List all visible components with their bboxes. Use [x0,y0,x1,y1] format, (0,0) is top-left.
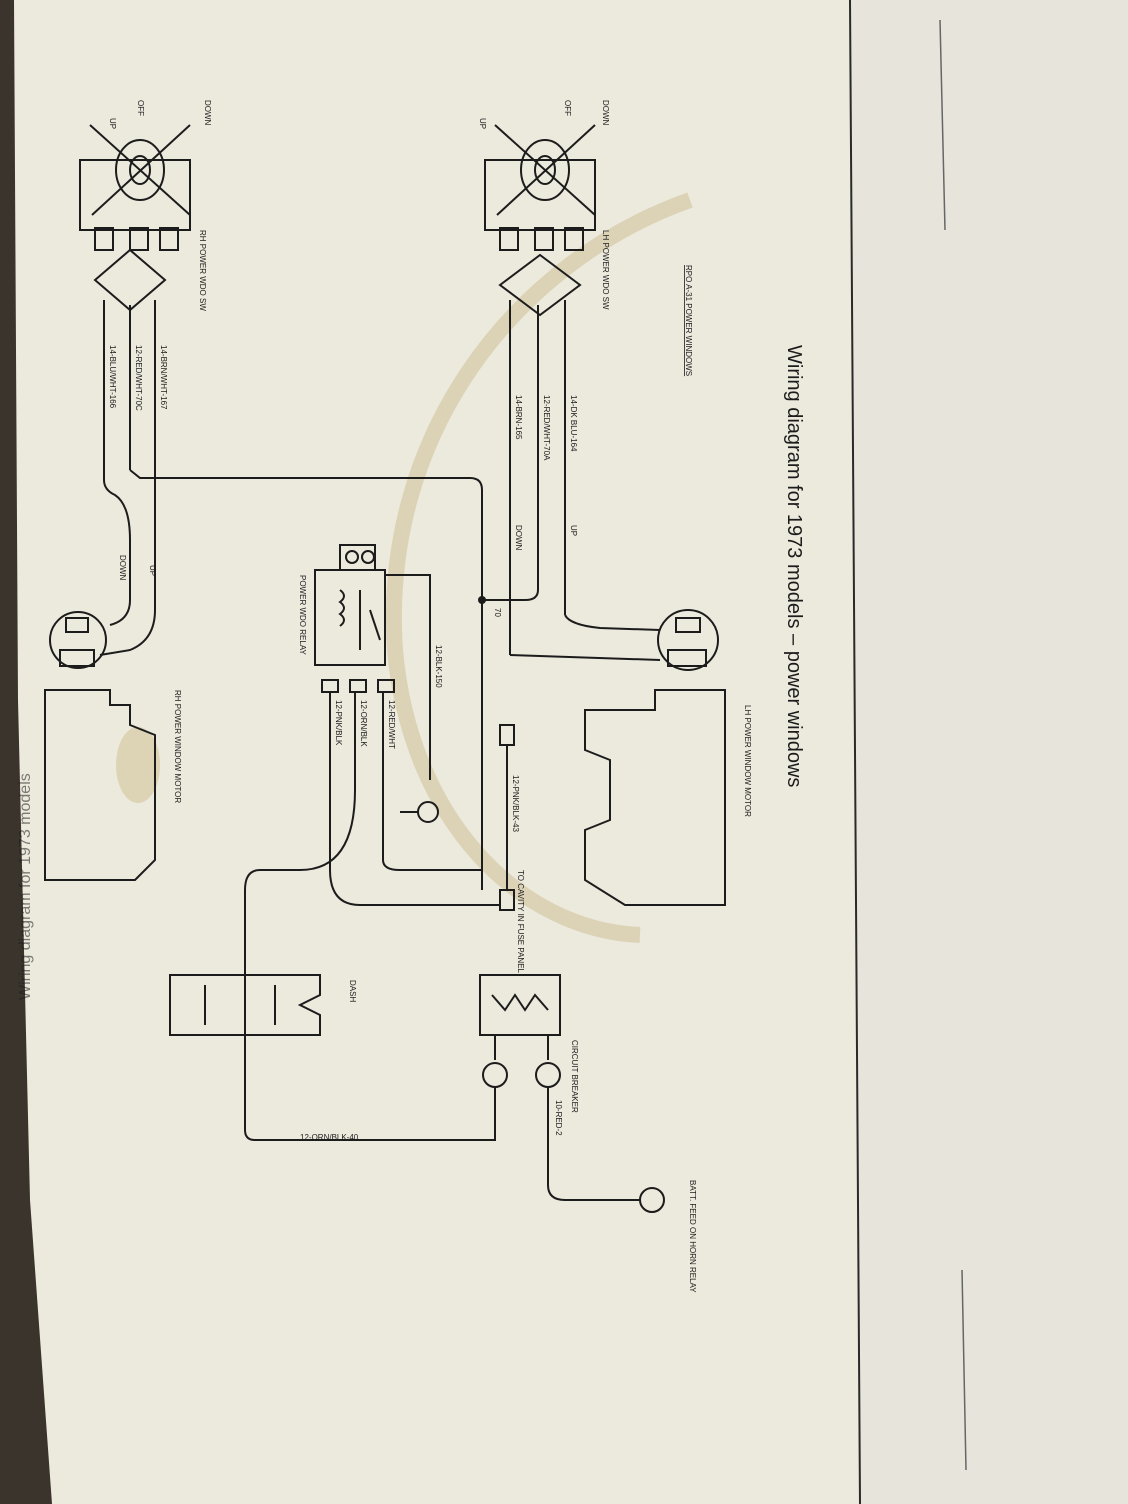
lh-switch-off-label: OFF [563,100,572,116]
rh-power-window-motor [44,689,156,881]
wire-rh-red: 12-RED/WHT-70C [134,345,143,411]
wire-lh-blu: 14-DK BLU-164 [569,395,578,452]
circuit-breaker [479,974,561,1088]
lh-down-label: DOWN [514,525,523,551]
rh-motor-connector [49,611,107,669]
lh-switch-label: LH POWER WDO SW [601,230,610,310]
lh-power-window-motor [584,689,726,906]
header-fragment: Wiring diagram for 1973 models [17,773,34,1000]
wire-red-2: 10-RED-2 [554,1100,563,1136]
lh-motor-label: LH POWER WINDOW MOTOR [743,705,752,817]
second-page [850,0,1128,1504]
wire-rh-brn: 14-BRN/WHT-167 [159,345,168,410]
diagram-caption: Wiring diagram for 1973 models – power w… [783,345,805,787]
stain-spot [116,727,160,803]
rh-motor-label: RH POWER WINDOW MOTOR [173,690,182,803]
circuit-breaker-label: CIRCUIT BREAKER [570,1040,579,1113]
dash-grommet [169,974,321,1036]
relay-label: POWER WDO RELAY [298,575,307,656]
lh-switch-down-label: DOWN [601,100,610,126]
rh-up-label: UP [148,565,157,576]
power-window-relay [314,544,386,666]
wire-fuse-pnk: 12-PNK/BLK-43 [511,775,520,832]
rh-down-label: DOWN [118,555,127,581]
wire-relay-red: 12-RED/WHT [387,700,396,749]
dash-label: DASH [348,980,357,1002]
wire-orn-40: 12-ORN/BLK-40 [300,1133,359,1142]
batt-feed-label: BATT. FEED ON HORN RELAY [688,1180,697,1293]
diagram-subtitle: RPO A-31 POWER WINDOWS [684,265,693,376]
batt-feed-terminal [639,1187,665,1213]
paper-sheet [14,0,1128,1504]
wire-relay-pnk: 12-PNK/BLK [334,700,343,746]
node-70-label: 70 [493,608,502,617]
ruled-line-bottom [961,1269,967,1471]
wire-relay-blk: 12-BLK-150 [434,645,443,688]
lh-power-window-switch [484,124,596,251]
lh-up-label: UP [569,525,578,536]
lh-motor-connector [657,609,719,671]
wire-lh-brn: 14-BRN-165 [514,395,523,440]
rh-switch-off-label: OFF [136,100,145,116]
wire-relay-orn: 12-ORN/BLK [359,700,368,747]
wire-rh-blu: 14-BLU/WHT-166 [108,345,117,409]
fuse-connector-upper [499,724,515,746]
coffee-stain-ring [385,192,693,943]
page-edge [849,0,861,1504]
rh-switch-label: RH POWER WDO SW [198,230,207,311]
lh-switch-up-label: UP [478,118,487,129]
wire-lh-red: 12-RED/WHT-70A [542,395,551,461]
rh-power-window-switch [79,124,191,251]
fuse-panel-label: TO CAVITY IN FUSE PANEL [516,870,525,974]
rh-switch-up-label: UP [108,118,117,129]
fuse-connector [499,889,515,911]
rh-switch-down-label: DOWN [203,100,212,126]
rh-switch-connector [93,248,167,312]
ground-terminal [417,801,439,823]
lh-switch-connector [498,253,582,317]
ruled-line-top [939,19,946,231]
